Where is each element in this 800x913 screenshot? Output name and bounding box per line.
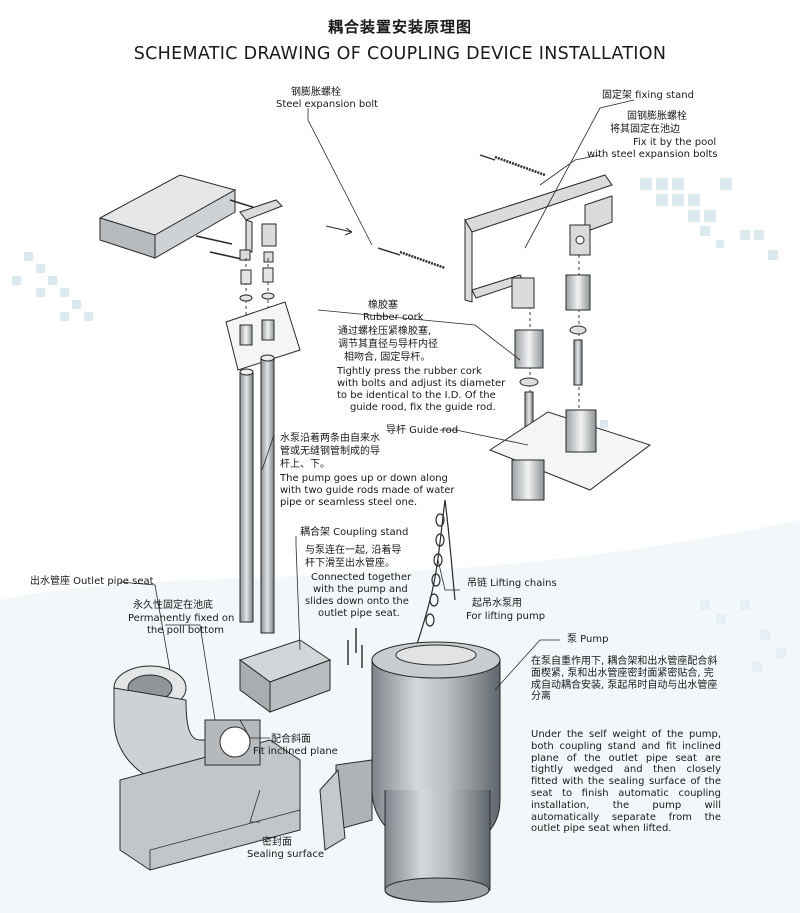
rubber-cork-en: Rubber cork: [363, 312, 424, 323]
title-english: SCHEMATIC DRAWING OF COUPLING DEVICE INS…: [133, 44, 667, 64]
seal-en: Sealing surface: [247, 849, 325, 860]
pump-label: 泵 Pump: [567, 634, 609, 645]
coupling-stand: [238, 639, 332, 713]
coupling-zh2: 杆下滑至出水管座。: [305, 558, 395, 569]
fix-pool-en2: with steel expansion bolts: [587, 149, 718, 160]
leader-lines: [119, 99, 635, 823]
seal-zh: 密封面: [262, 837, 292, 848]
outlet-pipe-seat: [113, 665, 301, 871]
pool-wall-block: [98, 174, 237, 259]
title-chinese: 耦合装置安装原理图: [327, 18, 472, 36]
pump-body: [319, 641, 501, 903]
pump-moves-en3: pipe or seamless steel one.: [280, 497, 418, 508]
fix-pool-zh1: 固钢膨胀螺栓: [627, 111, 687, 122]
rubber-desc-zh2: 调节其直径与导杆内径: [338, 339, 438, 350]
steel-bolt-en: Steel expansion bolt: [276, 99, 379, 110]
rubber-desc-en1: Tightly press the rubber cork: [337, 366, 482, 377]
guide-rods: [239, 354, 275, 634]
fix-pool-en1: Fix it by the pool: [633, 137, 717, 148]
incline-zh: 配合斜面: [271, 734, 311, 745]
lifting-chains: [414, 499, 456, 651]
rubber-cork-zh: 橡胶塞: [368, 300, 398, 311]
lifting-en: For lifting pump: [466, 611, 546, 622]
pump-moves-zh1: 水泵沿着两条由自来水: [280, 433, 380, 444]
perm-zh: 永久性固定在池底: [133, 600, 213, 611]
rubber-desc-en3: to be identical to the I.D. Of the: [337, 390, 496, 401]
perm-en2: the poll bottom: [147, 625, 224, 636]
left-rubber-corks: [239, 267, 275, 302]
outlet-seat-label: 出水管座 Outlet pipe seat: [30, 576, 154, 587]
flow-arrow: [325, 225, 353, 233]
weight-desc-zh: 在泵自重作用下, 耦合架和出水管座配合斜面楔紧, 泵和出水管座密封面紧密贴合, …: [531, 656, 718, 703]
coupling-zh1: 与泵连在一起, 沿着导: [305, 545, 402, 556]
right-fixing-stand: [464, 174, 613, 309]
pump-moves-zh2: 管或无缝钢管制成的导: [280, 446, 380, 457]
coupling-en4: outlet pipe seat.: [318, 608, 400, 619]
perm-en1: Permanently fixed on: [128, 613, 235, 624]
lifting-chains-label: 吊链 Lifting chains: [467, 578, 557, 589]
rubber-desc-zh3: 相吻合, 固定导杆。: [344, 352, 431, 363]
steel-expansion-bolt-icon: [377, 154, 546, 270]
fixing-stand-label: 固定架 fixing stand: [602, 90, 694, 101]
coupling-en1: Connected together: [311, 572, 412, 583]
pump-moves-en2: with two guide rods made of water: [280, 485, 455, 496]
coupling-en3: slides down onto the: [305, 596, 409, 607]
rubber-desc-en4: guide rood, fix the guide rod.: [350, 402, 496, 413]
rubber-desc-en2: with bolts and adjust its diameter: [337, 378, 506, 389]
coupling-stand-label: 耦合架 Coupling stand: [300, 527, 409, 538]
lifting-zh: 起吊水泵用: [472, 598, 522, 609]
right-rubber-corks: [514, 274, 591, 448]
fix-pool-zh2: 将其固定在池边: [610, 124, 680, 135]
pump-moves-en1: The pump goes up or down along: [280, 473, 448, 484]
coupling-bolts: [347, 628, 363, 668]
pump-moves-zh3: 杆上、下。: [280, 459, 330, 470]
left-fixing-stand: [239, 199, 283, 263]
rubber-desc-zh1: 通过螺栓压紧橡胶塞,: [338, 326, 432, 337]
weight-desc-en: Under the self weight of the pump, both …: [531, 729, 721, 835]
coupling-en2: with the pump and: [313, 584, 408, 595]
guide-rod-label: 导杆 Guide rod: [386, 425, 459, 436]
incline-en: Fit inclined plane: [253, 746, 338, 757]
steel-bolt-zh: 钢膨胀螺栓: [291, 87, 341, 98]
